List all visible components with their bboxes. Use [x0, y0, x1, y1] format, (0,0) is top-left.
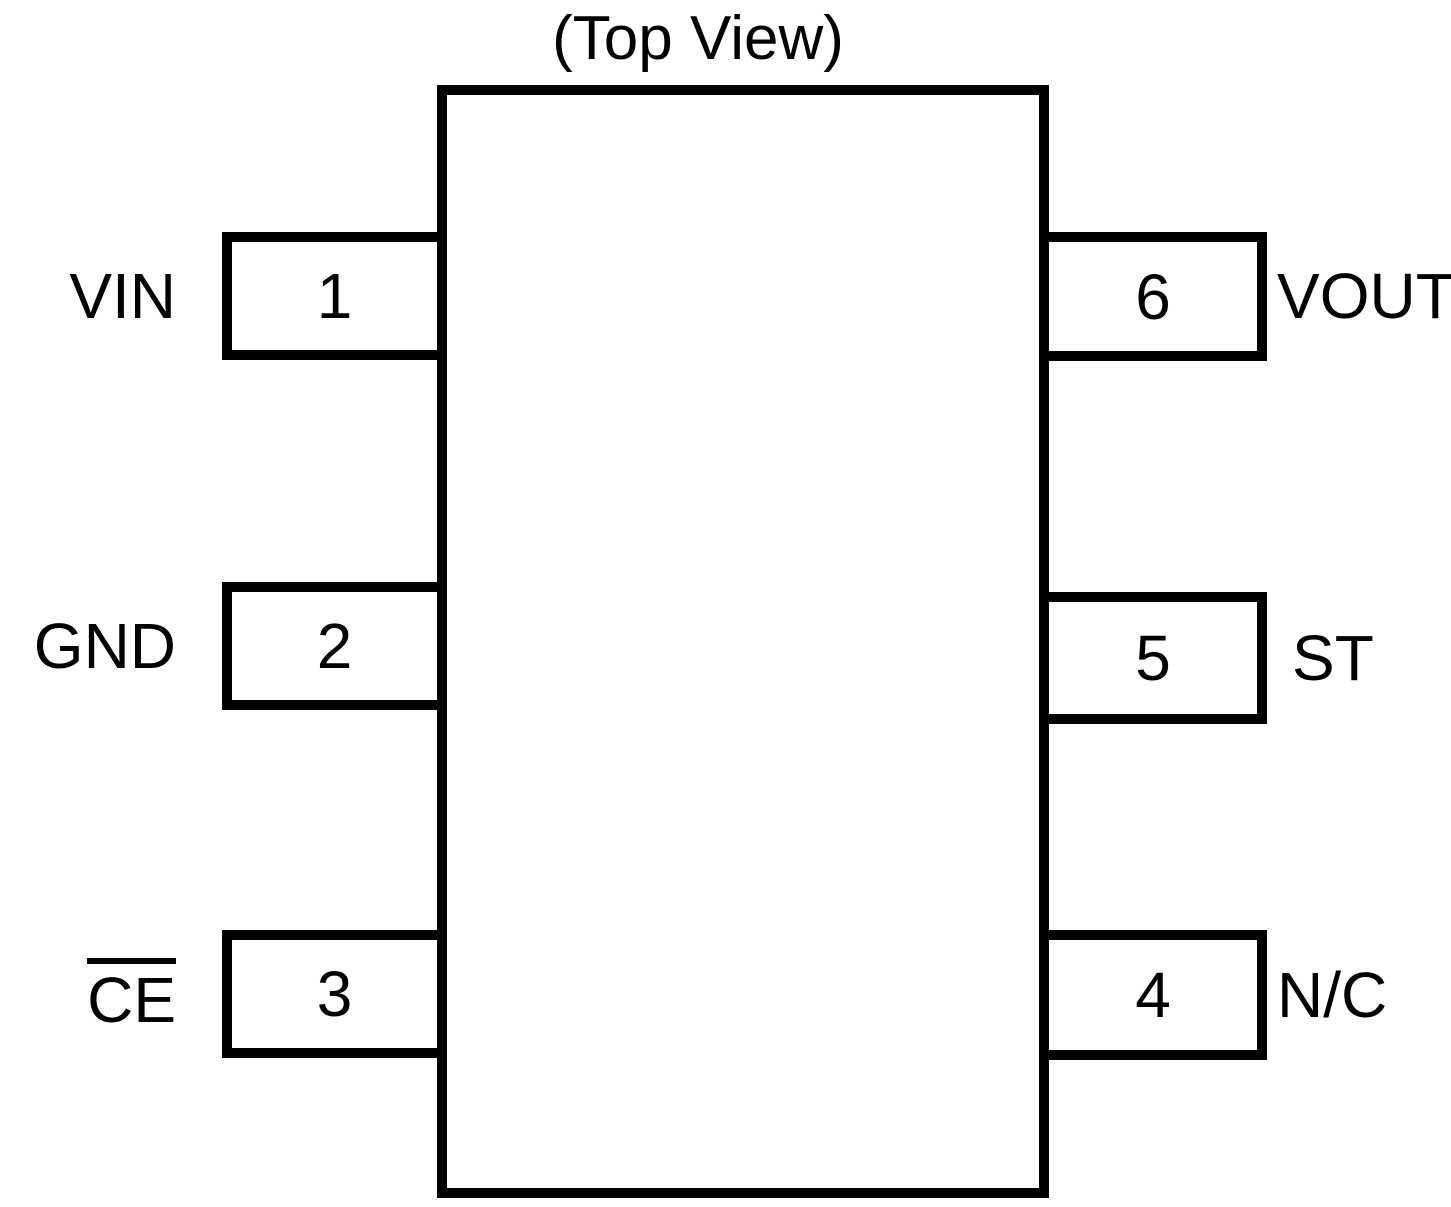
pin-label-st: ST — [1292, 622, 1451, 694]
pin-name-nc: N/C — [1277, 959, 1388, 1031]
pin-label-vin: VIN — [0, 260, 176, 332]
pin-label-gnd: GND — [0, 610, 176, 682]
pin-number-4: 4 — [1135, 959, 1171, 1031]
pin-box-6: 6 — [1039, 232, 1267, 361]
pin-number-5: 5 — [1135, 622, 1171, 694]
pin-number-6: 6 — [1135, 260, 1171, 333]
pin-box-5: 5 — [1039, 592, 1267, 724]
pin-name-st: ST — [1292, 622, 1374, 694]
pin-name-vout: VOUT — [1277, 260, 1451, 332]
pin-label-nc: N/C — [1277, 959, 1451, 1031]
pin-box-3: 3 — [222, 930, 447, 1058]
pin-number-3: 3 — [316, 958, 353, 1030]
diagram-title: (Top View) — [552, 4, 844, 73]
pin-number-1: 1 — [316, 260, 353, 332]
ic-package-body — [437, 85, 1049, 1198]
pin-box-2: 2 — [222, 582, 447, 710]
pin-box-4: 4 — [1039, 930, 1267, 1060]
pin-label-vout: VOUT — [1277, 260, 1451, 332]
pin-box-1: 1 — [222, 232, 447, 360]
pin-number-2: 2 — [316, 610, 353, 682]
pin-name-ce: CE — [87, 958, 176, 1032]
pin-name-gnd: GND — [33, 610, 176, 682]
pin-name-vin: VIN — [69, 260, 176, 332]
pin-label-ce: CE — [0, 958, 176, 1036]
